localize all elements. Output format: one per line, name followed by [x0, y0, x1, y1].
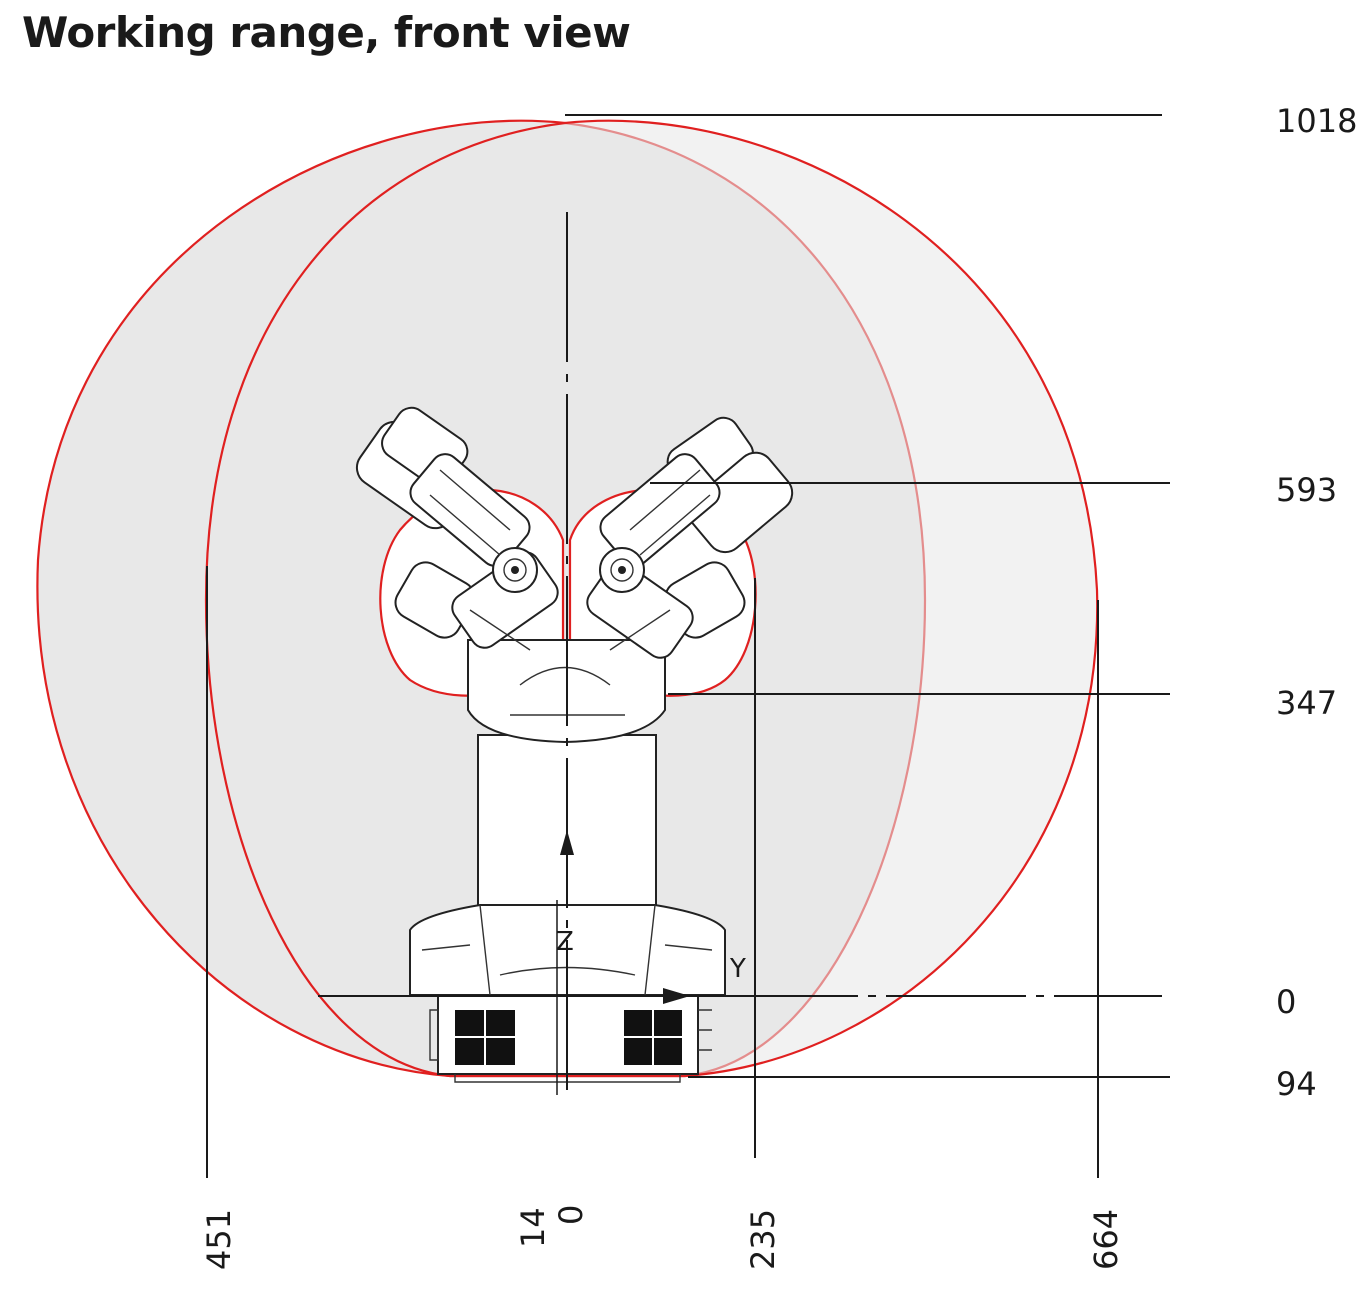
z-axis-arrow	[560, 830, 574, 855]
axes: Z Y	[318, 212, 1162, 1095]
left-vent-grille	[455, 1010, 515, 1065]
dim-label-top: 1018	[1276, 102, 1357, 140]
dim-label-left-reach: 451	[200, 1209, 238, 1270]
vertical-dimension-lines	[565, 114, 1170, 1078]
dim-label-center: 0	[552, 1205, 590, 1225]
dim-label-elbow: 593	[1276, 471, 1337, 509]
dim-label-right-reach: 664	[1087, 1209, 1125, 1270]
robot-base-detail	[421, 904, 713, 996]
dim-label-shoulder: 347	[1276, 684, 1337, 722]
y-axis-label: Y	[729, 954, 746, 984]
dim-label-inner-reach: 235	[744, 1209, 782, 1270]
vertical-dimension-labels: 1018 593 347 0 94	[1276, 102, 1357, 1103]
dim-label-base: 0	[1276, 983, 1296, 1021]
z-axis-label: Z	[556, 927, 574, 957]
horizontal-dimension-labels: 451 14 0 235 664	[200, 1205, 1125, 1270]
dim-label-offset: 14	[514, 1207, 552, 1248]
left-arm	[355, 406, 559, 651]
right-vent-grille	[624, 1010, 682, 1065]
dim-label-bottom: 94	[1276, 1065, 1317, 1103]
horizontal-dimension-lines	[206, 566, 1099, 1178]
page-title: Working range, front view	[22, 8, 631, 57]
robot-base-connectors	[429, 1009, 712, 1083]
